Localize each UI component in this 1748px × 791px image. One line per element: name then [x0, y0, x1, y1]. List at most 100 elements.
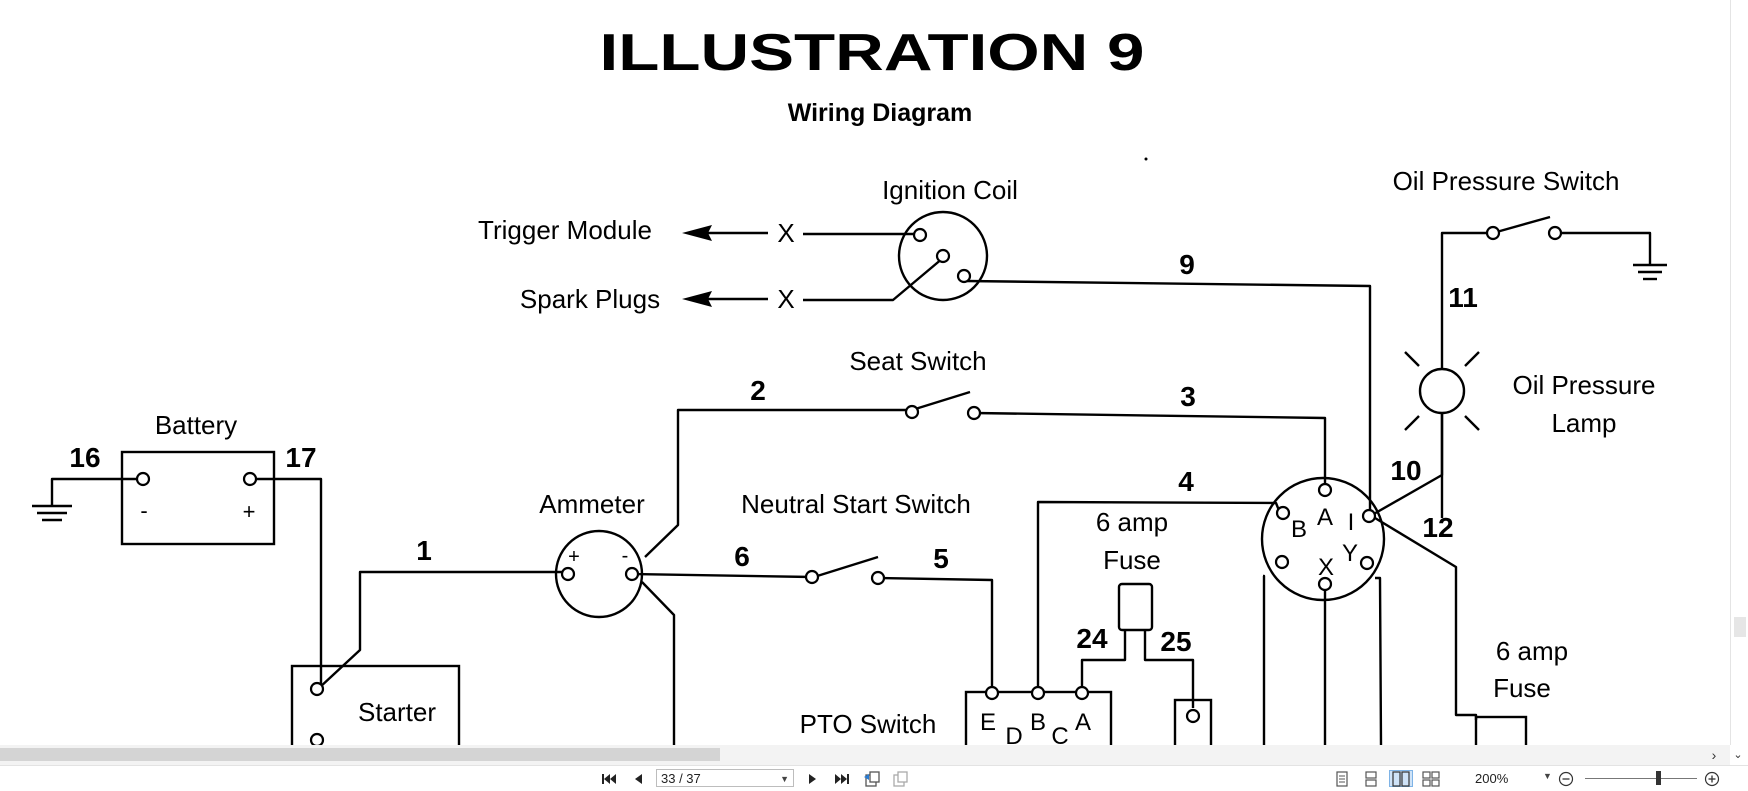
zoom-slider-track[interactable] [1585, 778, 1697, 779]
go-back-view-icon [864, 770, 880, 787]
wire-number: 1 [416, 535, 432, 566]
label-ammeter-plus: + [568, 546, 580, 568]
next-page-icon [809, 773, 816, 784]
wire-number: 5 [933, 543, 949, 574]
zoom-slider-handle[interactable] [1656, 771, 1661, 785]
continuous-view-button[interactable] [1361, 770, 1381, 787]
prev-page-icon [635, 773, 642, 784]
ign-terminal-b: B [1291, 516, 1307, 543]
scroll-right-icon[interactable]: › [1711, 747, 1717, 763]
chevron-down-icon[interactable]: ⌄ [1733, 749, 1743, 761]
label-battery-minus: - [140, 498, 147, 523]
ammeter [554, 529, 644, 619]
pto-terminal-e: E [980, 709, 996, 736]
label-oil-pressure-lamp: Lamp [1551, 408, 1616, 438]
prev-page-button[interactable] [628, 770, 648, 787]
first-page-button[interactable] [599, 770, 619, 787]
wire-number: 10 [1390, 455, 1421, 486]
ign-terminal-x: X [1318, 554, 1334, 581]
zoom-out-button[interactable] [1556, 770, 1576, 787]
wires [32, 215, 1667, 745]
label-battery: Battery [155, 410, 237, 440]
horizontal-scroll-thumb[interactable] [0, 748, 720, 761]
first-page-icon [602, 773, 616, 784]
fuse-6amp-center [1117, 582, 1154, 632]
fuse-6amp-right [1474, 715, 1528, 745]
label-trigger-module: Trigger Module [478, 215, 652, 245]
pto-terminal-d: D [1005, 723, 1022, 745]
continuous-view-icon [1365, 770, 1377, 787]
marker-x: X [777, 218, 794, 248]
wire-number: 11 [1448, 282, 1478, 313]
label-fuse-6amp-right: 6 amp [1496, 636, 1568, 666]
next-page-button[interactable] [803, 770, 823, 787]
go-back-view-button[interactable] [862, 770, 882, 787]
page-title: ILLUSTRATION 9 [600, 24, 1145, 82]
book-view-button[interactable] [1421, 770, 1441, 787]
zoom-level[interactable]: 200% [1475, 771, 1509, 786]
zoom-out-icon [1558, 771, 1574, 786]
label-ignition-coil: Ignition Coil [882, 175, 1018, 205]
label-battery-plus: + [243, 499, 256, 524]
pto-terminal-c: C [1051, 723, 1068, 745]
vertical-scrollbar[interactable] [1730, 0, 1748, 745]
label-pto-switch: PTO Switch [800, 709, 937, 739]
starter [290, 664, 461, 745]
horizontal-scrollbar[interactable]: › [0, 745, 1730, 765]
wire-number: 3 [1180, 381, 1196, 412]
label-oil-pressure-switch: Oil Pressure Switch [1393, 166, 1620, 196]
wire-number: 6 [734, 541, 750, 572]
bottom-toolbar: 33 / 37 ▼ 200% ▼ [0, 765, 1748, 791]
zoom-in-button[interactable] [1702, 770, 1722, 787]
label-ammeter-minus: - [622, 545, 629, 567]
label-spark-plugs: Spark Plugs [520, 284, 660, 314]
go-forward-view-button[interactable] [891, 770, 911, 787]
wire-number: 16 [69, 442, 100, 473]
label-fuse-6amp-right: Fuse [1493, 673, 1551, 703]
marker-x: X [777, 284, 794, 314]
fuse-holder [1173, 698, 1213, 745]
wire-number: 2 [750, 375, 766, 406]
label-starter: Starter [358, 697, 436, 727]
pto-terminal-a: A [1075, 709, 1091, 736]
label-seat-switch: Seat Switch [849, 346, 986, 376]
oil-pressure-lamp [1418, 367, 1466, 415]
label-fuse-6amp: Fuse [1103, 545, 1161, 575]
wire-number: 17 [285, 442, 316, 473]
wiring-diagram: ILLUSTRATION 9 Wiring Diagram [32, 24, 1667, 745]
oil-pressure-switch-terminal [1485, 225, 1501, 241]
ign-terminal-i: I [1348, 509, 1355, 536]
label-fuse-6amp: 6 amp [1096, 507, 1168, 537]
document-viewport[interactable]: ILLUSTRATION 9 Wiring Diagram [0, 0, 1730, 745]
ign-terminal-a: A [1317, 504, 1333, 531]
vertical-scroll-thumb[interactable] [1734, 617, 1746, 637]
book-view-icon [1422, 770, 1440, 787]
wire-number: 25 [1160, 626, 1191, 657]
ignition-switch [1260, 476, 1386, 602]
label-ammeter: Ammeter [539, 489, 645, 519]
chevron-down-icon[interactable]: ▼ [780, 774, 789, 784]
wire-number: 9 [1179, 249, 1195, 280]
facing-view-button[interactable] [1389, 770, 1413, 787]
facing-view-icon [1392, 770, 1410, 787]
oil-pressure-switch-terminal [1547, 225, 1563, 241]
page-number-field[interactable]: 33 / 37 ▼ [656, 769, 794, 787]
wire-number: 4 [1178, 466, 1194, 497]
page-subtitle: Wiring Diagram [788, 99, 973, 127]
zoom-in-icon [1704, 771, 1720, 786]
last-page-button[interactable] [832, 770, 852, 787]
pto-terminal-b: B [1030, 709, 1046, 736]
page-number-value: 33 / 37 [661, 771, 701, 786]
wire-number: 12 [1422, 512, 1453, 543]
chevron-down-icon[interactable]: ▼ [1543, 771, 1552, 781]
single-page-view-button[interactable] [1332, 770, 1352, 787]
ignition-coil [897, 210, 989, 302]
label-neutral-start-switch: Neutral Start Switch [741, 489, 971, 519]
label-oil-pressure-lamp: Oil Pressure [1512, 370, 1655, 400]
wire-number: 24 [1076, 623, 1108, 654]
go-forward-view-icon [893, 770, 908, 787]
ign-terminal-y: Y [1342, 540, 1358, 567]
single-page-view-icon [1336, 770, 1348, 787]
last-page-icon [835, 773, 849, 784]
battery [120, 450, 276, 546]
